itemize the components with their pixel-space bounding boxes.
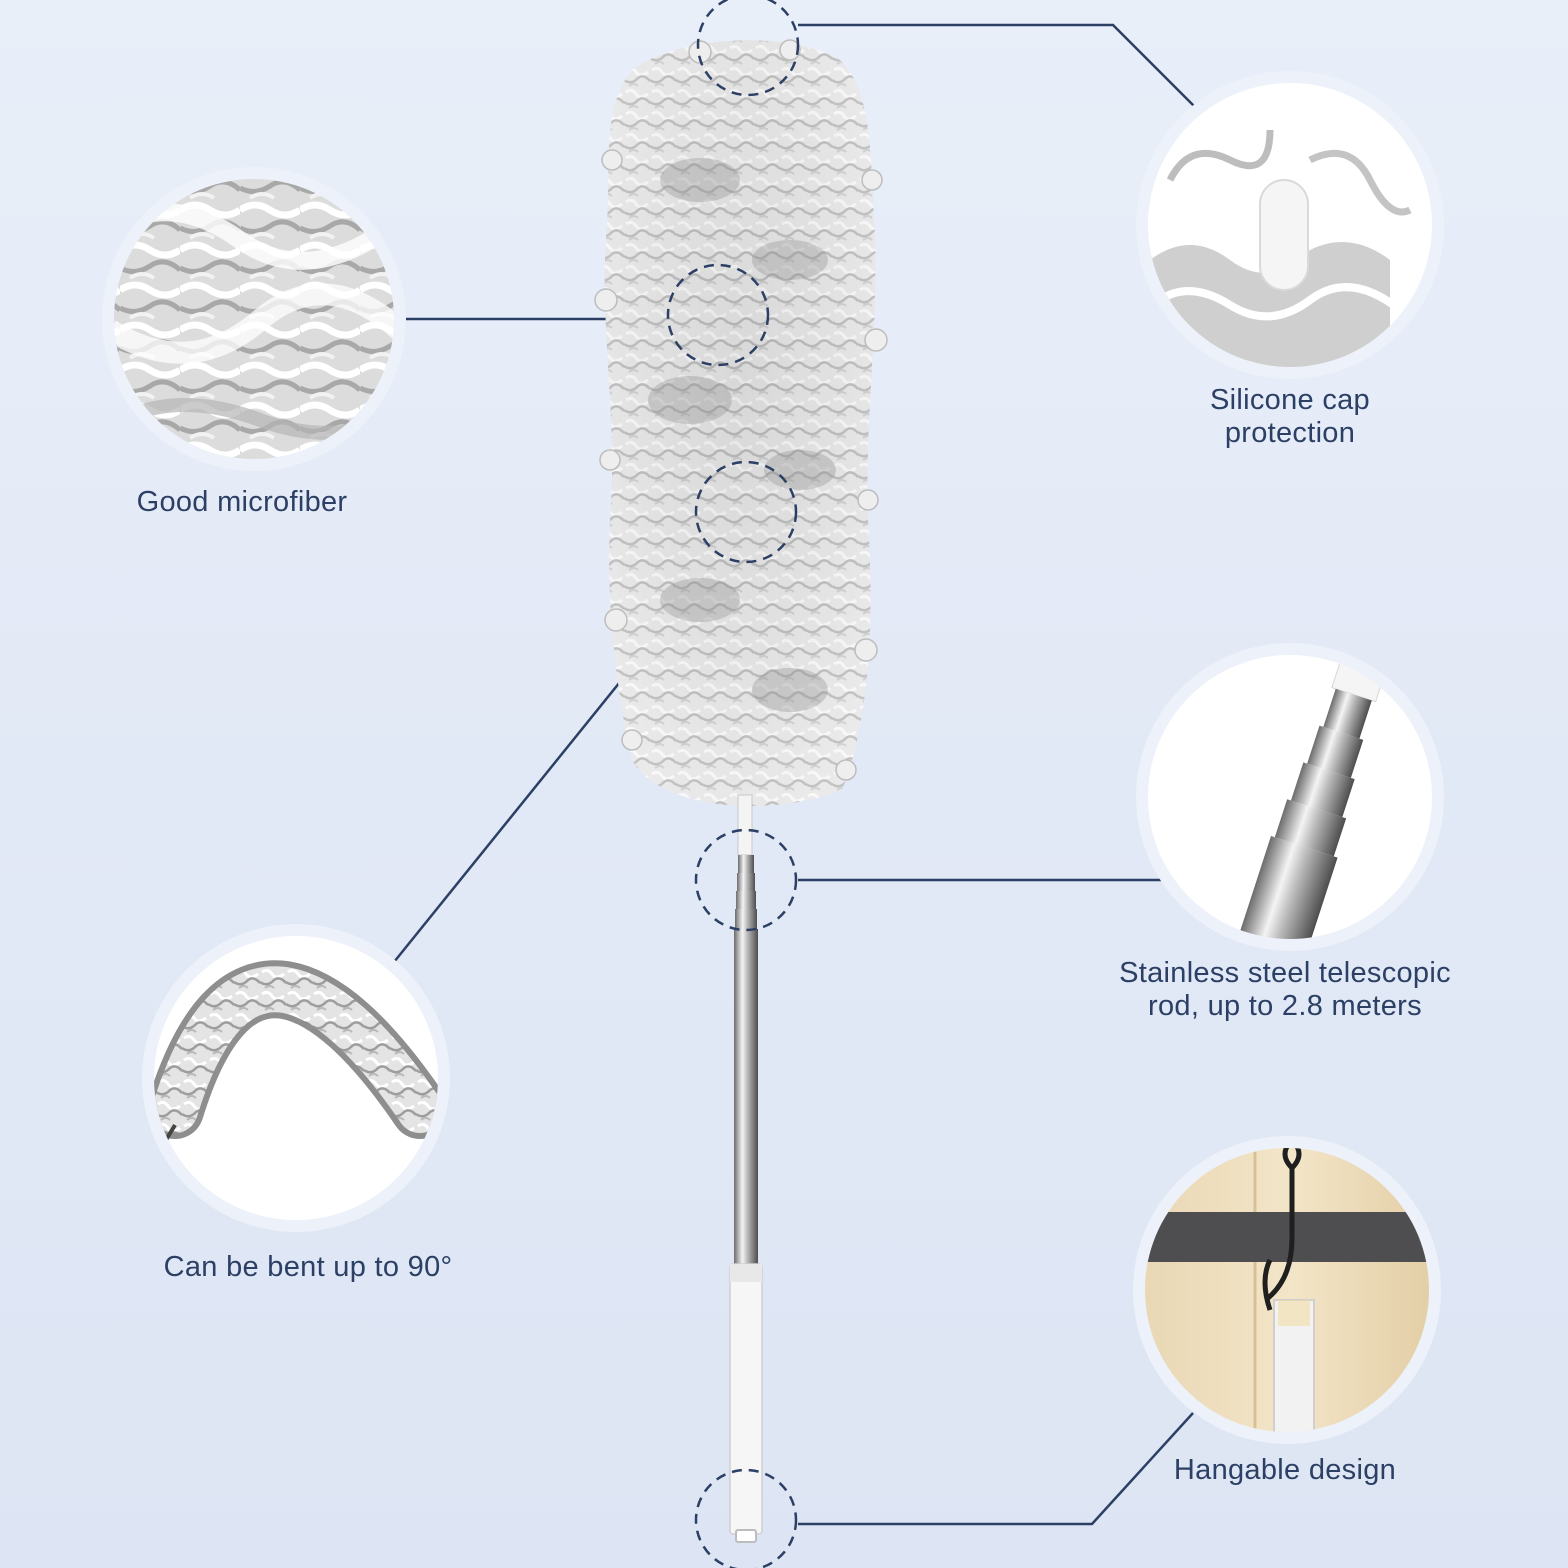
- marker-rod: [694, 828, 798, 932]
- microfiber-closeup-image: [102, 167, 406, 471]
- connector-hang: [798, 1412, 1194, 1526]
- marker-fiber: [666, 263, 770, 367]
- marker-hook: [694, 1468, 798, 1568]
- duster-handle: [729, 1263, 763, 1535]
- label-silicone-line1: Silicone cap: [1210, 384, 1370, 416]
- label-good-microfiber: Good microfiber: [92, 486, 392, 519]
- label-rod-line2: rod, up to 2.8 meters: [1148, 990, 1422, 1022]
- bent-duster-image: [142, 924, 450, 1232]
- label-bendable-text: Can be bent up to 90°: [163, 1251, 453, 1283]
- silicone-cap-closeup-image: [1136, 71, 1444, 379]
- hang-loop: [735, 1529, 757, 1543]
- telescopic-rod: [734, 855, 758, 1264]
- label-telescopic-rod: Stainless steel telescopic rod, up to 2.…: [1090, 957, 1480, 1023]
- label-rod-line1: Stainless steel telescopic: [1119, 957, 1451, 989]
- marker-cap: [696, 0, 800, 97]
- duster-neck: [737, 794, 753, 856]
- connector-lines: [389, 23, 1201, 1526]
- label-hangable: Hangable design: [1140, 1454, 1430, 1487]
- telescopic-rod-closeup-image: [1136, 643, 1444, 951]
- label-silicone-cap: Silicone cap protection: [1140, 384, 1440, 450]
- highlight-markers: [666, 0, 800, 1568]
- marker-bend: [694, 460, 798, 564]
- label-hangable-text: Hangable design: [1173, 1454, 1397, 1486]
- duster-product-image: [594, 39, 888, 1543]
- label-silicone-line2: protection: [1224, 417, 1356, 449]
- label-good-microfiber-text: Good microfiber: [136, 486, 348, 518]
- connector-silicone: [798, 23, 1201, 113]
- label-bendable: Can be bent up to 90°: [128, 1251, 488, 1284]
- wall-hook-image: [1133, 1136, 1441, 1444]
